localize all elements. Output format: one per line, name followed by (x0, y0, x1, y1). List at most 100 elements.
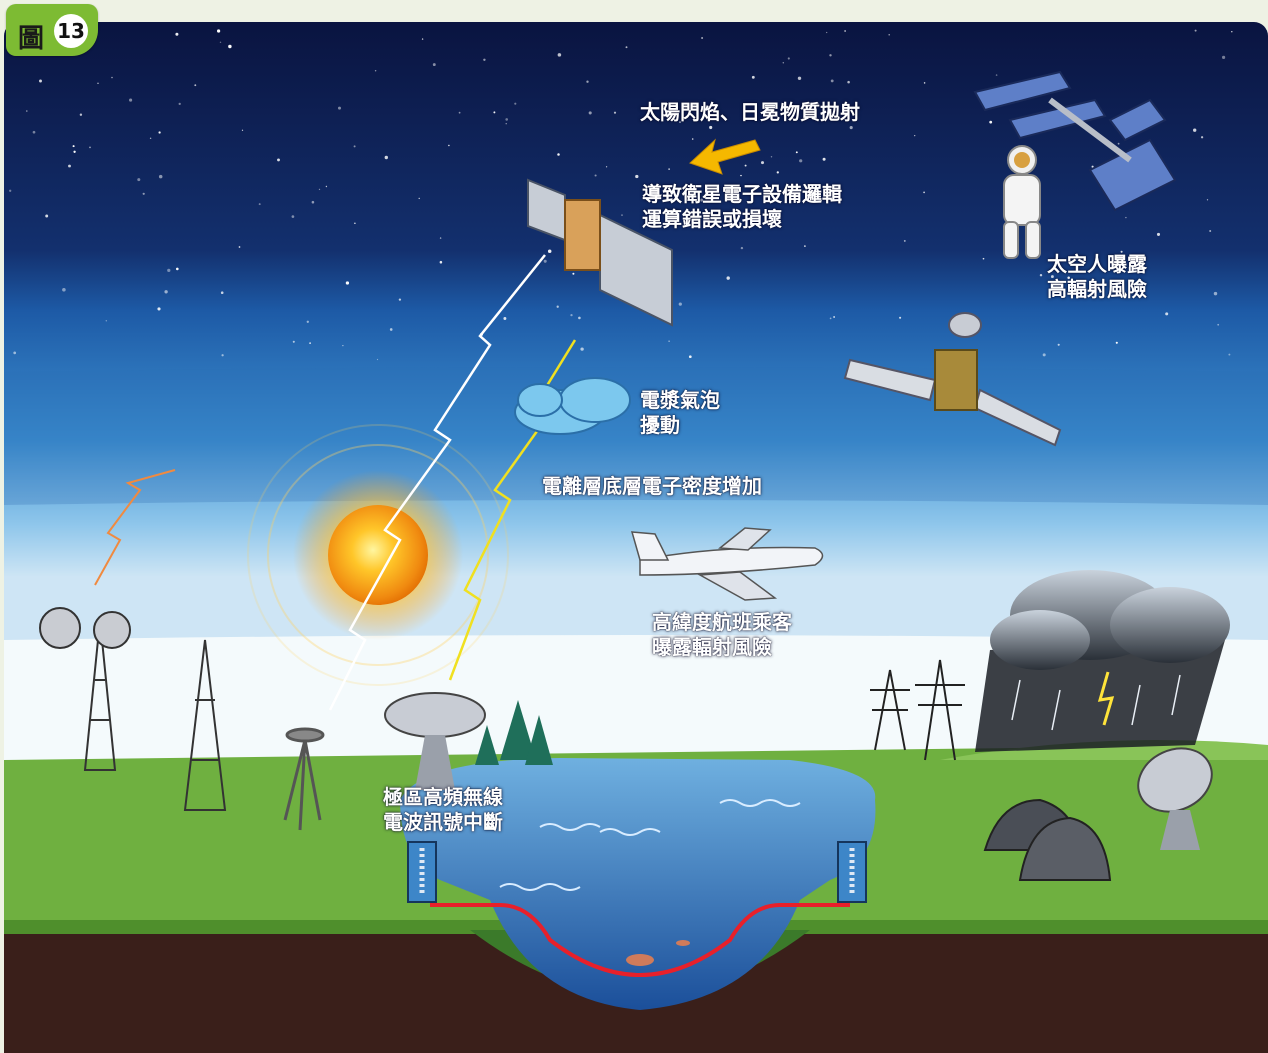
airplane-icon (630, 527, 824, 601)
star (740, 174, 742, 177)
star (1213, 291, 1218, 296)
label-plasma-bubble-line1: 電漿氣泡 (640, 388, 720, 412)
star (572, 272, 575, 275)
star (1067, 276, 1070, 280)
star (26, 110, 28, 112)
star (787, 57, 790, 60)
star (1091, 165, 1094, 168)
star (580, 347, 584, 351)
figure-prefix: 圖 (18, 24, 45, 54)
star (89, 146, 91, 149)
star (238, 246, 241, 248)
star (799, 159, 803, 163)
star (9, 189, 12, 192)
rain (1011, 674, 1181, 731)
star (353, 145, 356, 148)
star (216, 29, 221, 33)
label-astronaut: 太空人曝露 高輻射風險 (1047, 252, 1147, 302)
star (1217, 323, 1220, 326)
star (194, 84, 197, 87)
star (1194, 29, 1197, 32)
star (668, 168, 670, 170)
star (903, 239, 906, 242)
star (175, 267, 179, 271)
star (1165, 312, 1169, 316)
star (914, 134, 916, 137)
star (318, 188, 321, 191)
star (995, 74, 998, 76)
star (688, 355, 692, 359)
star (830, 79, 834, 83)
star (822, 157, 826, 161)
star (137, 178, 141, 182)
star (439, 237, 442, 239)
star (291, 215, 295, 218)
star (374, 70, 377, 72)
star (421, 38, 424, 40)
fish-icon (626, 940, 690, 966)
star (1200, 136, 1204, 139)
star (776, 171, 779, 174)
radio-tower-icon (39, 607, 131, 771)
star (740, 246, 744, 250)
star (844, 30, 846, 32)
star (505, 123, 507, 125)
star (398, 298, 402, 301)
label-solar-flare-text: 太陽閃焰、日冕物質拋射 (640, 100, 860, 124)
star (105, 320, 108, 322)
star (45, 214, 49, 218)
star (338, 106, 341, 110)
star (804, 245, 806, 247)
star (635, 174, 639, 179)
star (158, 131, 161, 134)
star (770, 156, 773, 158)
star (578, 316, 581, 320)
star (588, 111, 592, 115)
label-satellite-error-line1: 導致衛星電子設備邏輯 (642, 182, 842, 206)
label-satellite-error-line2: 運算錯誤或損壞 (642, 207, 782, 231)
star (228, 44, 232, 49)
star (389, 328, 393, 331)
star (543, 259, 547, 263)
star (678, 121, 682, 124)
star (594, 174, 597, 177)
figure-badge: 圖 13 (6, 4, 98, 56)
star (39, 79, 42, 83)
star (149, 137, 152, 140)
star (1042, 353, 1046, 357)
star (418, 197, 420, 200)
star (586, 80, 589, 83)
star (1156, 232, 1161, 236)
star (158, 174, 163, 179)
star (167, 268, 171, 273)
star (439, 260, 443, 264)
star (483, 58, 486, 62)
star (384, 155, 388, 160)
star (797, 76, 802, 80)
star (556, 305, 559, 308)
star (72, 145, 75, 148)
label-flight-line2: 曝露輻射風險 (652, 635, 772, 659)
dish-antenna-icon (384, 692, 486, 790)
star (668, 340, 670, 342)
star (157, 307, 161, 311)
star (782, 62, 785, 64)
star (1115, 341, 1118, 344)
dish-antenna-icon (1137, 747, 1213, 850)
star (68, 164, 71, 168)
star (703, 216, 706, 218)
star (164, 290, 168, 294)
tripod-antenna-icon (283, 727, 325, 831)
star (833, 316, 835, 318)
star (62, 288, 66, 292)
star (547, 249, 552, 254)
star (448, 144, 450, 147)
star (621, 214, 623, 216)
star (751, 75, 755, 79)
star (241, 129, 244, 131)
star (514, 102, 517, 105)
label-radio-line2: 電波訊號中斷 (383, 810, 503, 834)
star (849, 126, 853, 130)
transformer-icon (407, 841, 437, 903)
satellite-icon (843, 312, 1062, 447)
